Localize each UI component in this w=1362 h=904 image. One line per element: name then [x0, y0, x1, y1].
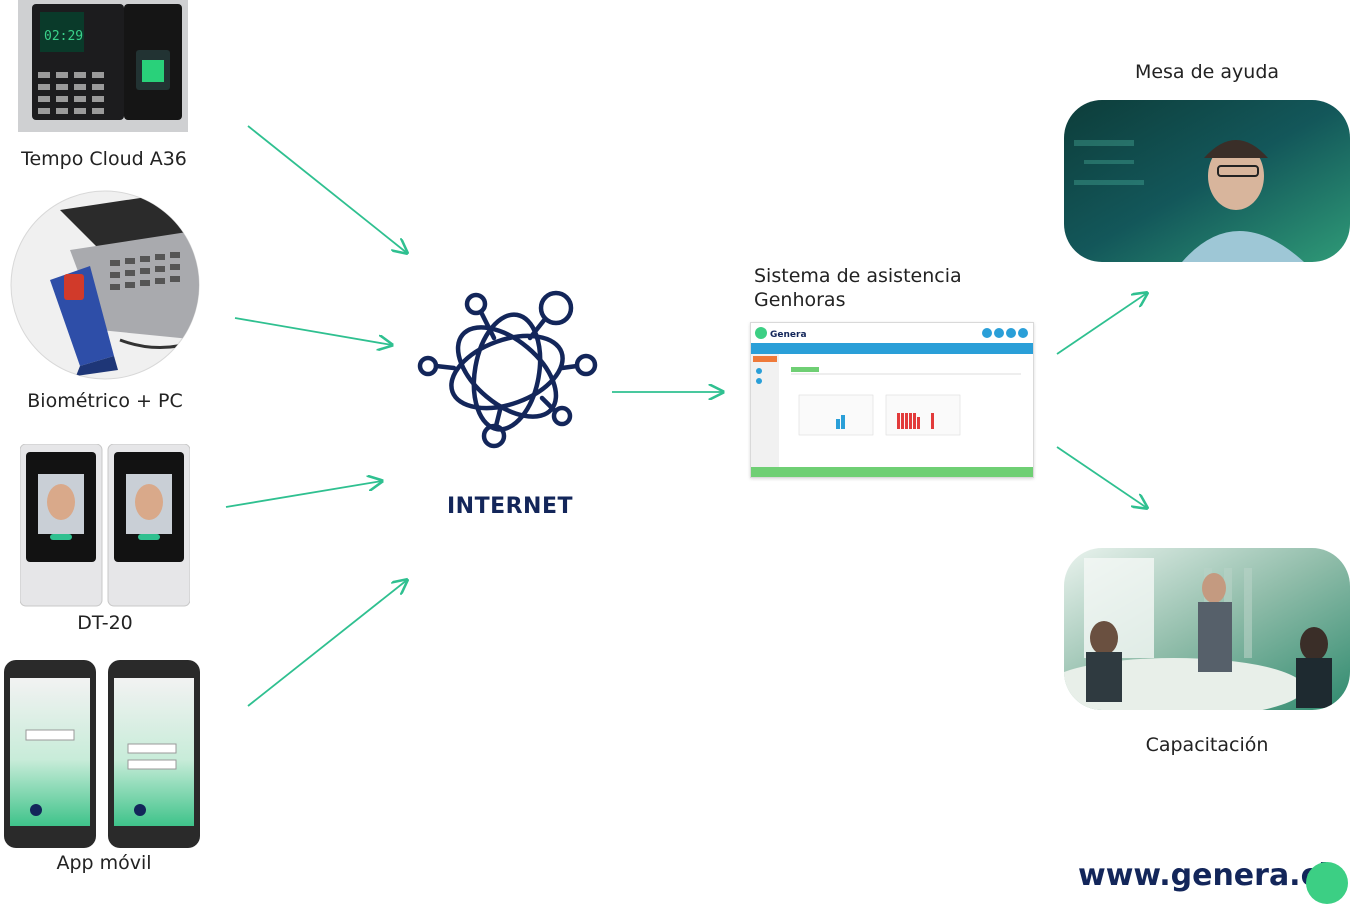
device-dt20: [19, 443, 191, 610]
internet-label: INTERNET: [446, 494, 574, 519]
system-title-line2: Genhoras: [754, 289, 846, 311]
system-title-line1: Sistema de asistencia: [754, 265, 962, 287]
arrow-a36-to-internet: [247, 125, 407, 253]
svg-text:02:29: 02:29: [44, 29, 83, 44]
arrow-system-to-training: [1056, 446, 1147, 508]
device-label-a36: Tempo Cloud A36: [21, 148, 187, 170]
brand-dot-icon: [1306, 862, 1348, 904]
network-globe-icon: [417, 290, 598, 449]
website-link[interactable]: www.genera.cl: [1078, 858, 1329, 893]
genhoras-app-screenshot: Genera: [750, 322, 1034, 478]
arrow-system-to-helpdesk: [1056, 293, 1147, 355]
device-label-dt20: DT-20: [77, 612, 133, 634]
training-photo: [1064, 548, 1350, 710]
arrow-biometric-to-internet: [234, 317, 392, 345]
device-biometrico-pc: [10, 190, 200, 380]
service-label-training: Capacitación: [1145, 734, 1269, 756]
app-dashboard-thumbnail: Genera: [751, 323, 1033, 477]
device-label-app: App móvil: [56, 852, 152, 874]
device-app-movil: [4, 660, 204, 850]
app-logo-text: Genera: [770, 330, 807, 340]
device-tempo-cloud-a36: 02:29: [18, 0, 188, 132]
help-desk-photo: [1064, 100, 1350, 262]
face-recognition-terminal-image: [19, 443, 191, 607]
arrow-app-to-internet: [247, 580, 407, 707]
mobile-phone-app-image: [4, 660, 200, 848]
service-label-helpdesk: Mesa de ayuda: [1134, 61, 1280, 83]
fingerprint-terminal-image: 02:29: [18, 0, 188, 132]
arrow-dt20-to-internet: [225, 481, 382, 508]
device-label-biometrico: Biométrico + PC: [27, 390, 183, 412]
connector-arrows: [225, 125, 1362, 707]
system-title: Sistema de asistencia Genhoras: [754, 264, 962, 312]
usb-fingerprint-reader-image: [10, 190, 200, 380]
internet-node: [414, 286, 600, 456]
